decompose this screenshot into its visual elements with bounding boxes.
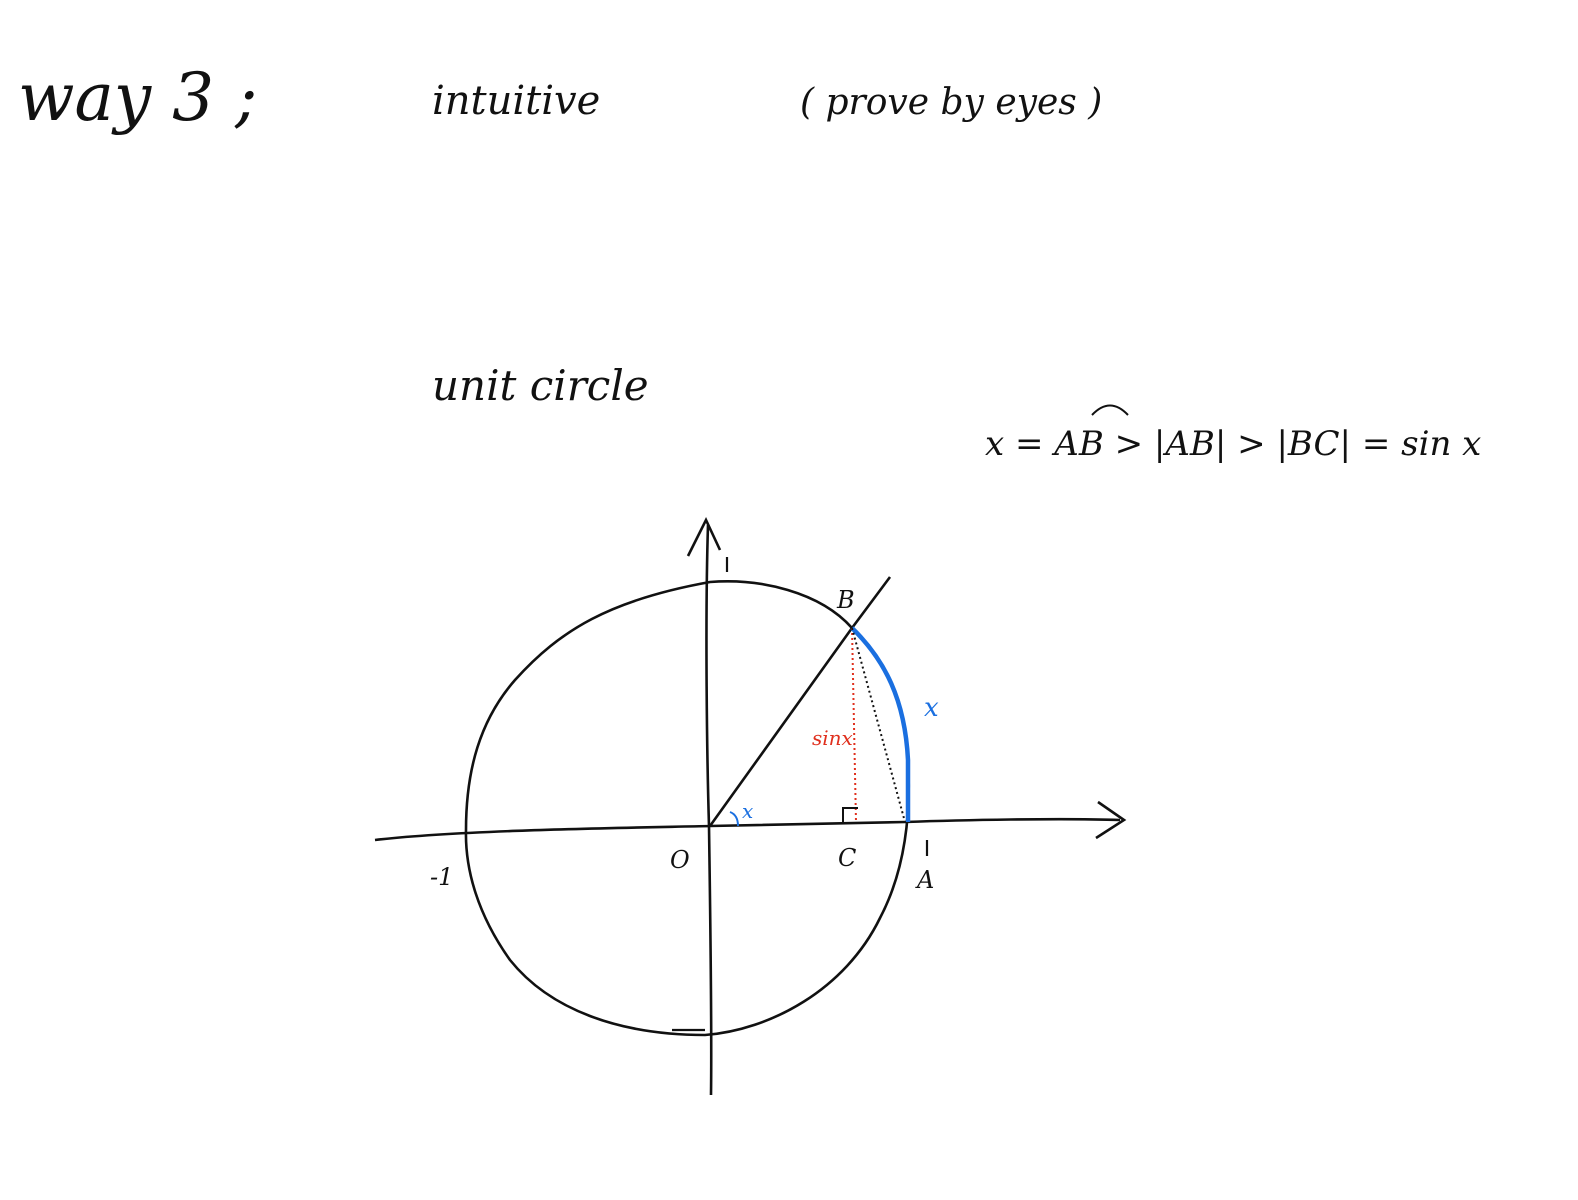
origin-label: O [670, 846, 690, 874]
unit-circle-title: unit circle [432, 361, 649, 410]
arc-x-label: x [924, 693, 939, 723]
sin-x-label: sinx [812, 726, 853, 750]
heading-way-3: way 3 ; [18, 59, 257, 136]
segment-bc [851, 627, 857, 823]
arc-ab [850, 626, 911, 822]
chord-ab [851, 627, 906, 823]
angle-x-label: x [742, 799, 753, 823]
y-axis-arrowhead [686, 517, 722, 557]
left-tick-label: -1 [430, 863, 453, 891]
heading-note: ( prove by eyes ) [800, 82, 1102, 123]
x-axis [374, 817, 1121, 842]
point-c-label: C [838, 844, 856, 872]
arc-hat-symbol [1091, 404, 1129, 416]
x-axis-arrowhead [1095, 800, 1127, 840]
inequality-text: x = AB > |AB| > |BC| = sin x [985, 424, 1481, 464]
point-a-label: A [915, 866, 934, 894]
point-b-label: B [836, 586, 855, 614]
y-axis [705, 524, 713, 1096]
radius-ob [708, 576, 892, 827]
angle-x-arc [729, 811, 739, 827]
heading-method: intuitive [432, 78, 600, 124]
right-angle-marker [842, 807, 858, 824]
